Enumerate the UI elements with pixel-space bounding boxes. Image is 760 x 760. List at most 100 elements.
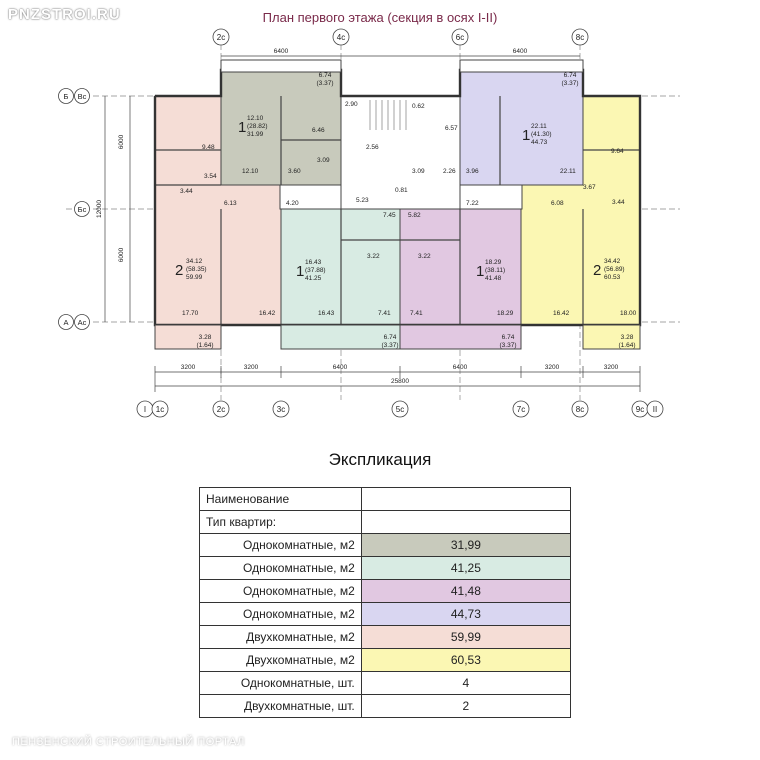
room-area-label: 18.00 bbox=[620, 310, 637, 317]
subheader-cell: Тип квартир: bbox=[199, 510, 362, 534]
balcony-area-label: 6.74 bbox=[564, 72, 577, 79]
axis-label-left: А bbox=[63, 318, 68, 327]
axis-bubble bbox=[74, 88, 90, 104]
room-area-label: 3.44 bbox=[180, 188, 193, 195]
table-header-row: Наименование bbox=[199, 487, 572, 511]
partitions bbox=[155, 96, 640, 325]
apartment-living-area-sub: (37.88) bbox=[305, 267, 326, 274]
dimension-lines bbox=[104, 55, 641, 392]
room-area-label: 3.09 bbox=[317, 157, 330, 164]
apartment-value-cell: 60,53 bbox=[360, 648, 572, 672]
stair-flights bbox=[369, 100, 407, 130]
room-area-label: 3.54 bbox=[204, 173, 217, 180]
header-name-cell: Наименование bbox=[199, 487, 362, 511]
room-area-label: 0.81 bbox=[395, 187, 408, 194]
axis-label-bottom: II bbox=[653, 405, 657, 414]
apartment-value-cell: 44,73 bbox=[360, 602, 572, 626]
balcony-area-label: 6.74 bbox=[502, 334, 515, 341]
plan-title: План первого этажа (секция в осях I-II) bbox=[262, 10, 498, 25]
axis-bubble bbox=[571, 400, 589, 418]
apartment-type-cell: Однокомнатные, м2 bbox=[199, 602, 362, 626]
apartment-value-cell: 31,99 bbox=[360, 533, 572, 557]
axis-bubble bbox=[391, 400, 409, 418]
apartment-total-area: 41.25 bbox=[305, 275, 322, 282]
apartment-total-area: 44.73 bbox=[531, 139, 548, 146]
apartment-type-cell: Двухкомнатные, м2 bbox=[199, 625, 362, 649]
room-area-label: 7.41 bbox=[410, 310, 423, 317]
balcony-area-sub: (1.64) bbox=[619, 342, 636, 349]
balcony-top-left bbox=[220, 59, 342, 73]
apartment-1-room-44-73 bbox=[459, 69, 584, 186]
floor-plan: 6.74 (3.37) 6.74 (3.37) 3.28 (1.64) 6.74… bbox=[58, 28, 680, 418]
apartment-total-area: 60.53 bbox=[604, 274, 621, 281]
apartment-rooms-count: 2 bbox=[175, 262, 183, 279]
axis-bubble bbox=[74, 201, 90, 217]
room-area-label: 3.67 bbox=[583, 184, 596, 191]
room-area-label: 5.82 bbox=[408, 212, 421, 219]
apartment-type-cell: Однокомнатные, м2 bbox=[199, 579, 362, 603]
dimension-bottom: 6400 bbox=[453, 364, 468, 371]
axis-bubble bbox=[571, 28, 589, 46]
room-area-label: 3.22 bbox=[418, 253, 431, 260]
axis-label-bottom: 2c bbox=[217, 405, 225, 414]
axis-label-top: 4c bbox=[337, 33, 345, 42]
apartment-rooms-count: 1 bbox=[522, 127, 530, 144]
apartment-living-area-sub: (56.89) bbox=[604, 266, 625, 273]
room-area-label: 3.09 bbox=[412, 168, 425, 175]
apartment-living-area: 12.10 bbox=[247, 115, 264, 122]
header-empty-cell bbox=[360, 487, 572, 511]
apartment-total-area: 59.99 bbox=[186, 274, 203, 281]
table-row: Двухкомнатные, шт.2 bbox=[199, 694, 572, 718]
balcony-bottom-center-left bbox=[280, 324, 401, 350]
apartment-living-area: 22.11 bbox=[531, 123, 547, 130]
dimension-total: 25800 bbox=[391, 378, 409, 385]
apartment-value-cell: 41,25 bbox=[360, 556, 572, 580]
explication-title: Экспликация bbox=[328, 450, 432, 469]
axis-bubble bbox=[332, 28, 350, 46]
room-area-label: 2.90 bbox=[345, 101, 358, 108]
balcony-area-label: 3.28 bbox=[199, 334, 212, 341]
room-area-label: 7.41 bbox=[378, 310, 391, 317]
axis-label-left: Б bbox=[64, 92, 69, 101]
balcony-area-sub: (3.37) bbox=[500, 342, 517, 349]
apartment-rooms-count: 1 bbox=[238, 119, 246, 136]
table-subheader-row: Тип квартир: bbox=[199, 510, 572, 534]
apartment-living-area-sub: (41.30) bbox=[531, 131, 552, 138]
room-area-label: 17.70 bbox=[182, 310, 199, 317]
apartment-living-area-sub: (38.11) bbox=[485, 267, 505, 274]
dimension-bottom: 3200 bbox=[545, 364, 560, 371]
apartment-value-cell: 41,48 bbox=[360, 579, 572, 603]
room-area-label: 9.64 bbox=[611, 148, 624, 155]
room-area-label: 7.45 bbox=[383, 212, 396, 219]
balcony-bottom-right bbox=[582, 324, 641, 350]
axis-label-bottom: 9c bbox=[636, 405, 644, 414]
room-area-label: 9.48 bbox=[202, 144, 215, 151]
portal-watermark: ПЕНЗЕНСКИЙ СТРОИТЕЛЬНЫЙ ПОРТАЛ bbox=[12, 736, 245, 748]
balcony-bottom-left bbox=[154, 324, 222, 350]
room-area-label: 6.57 bbox=[445, 125, 458, 132]
room-area-label: 3.60 bbox=[288, 168, 301, 175]
room-area-label: 2.56 bbox=[366, 144, 379, 151]
apartment-type-cell: Однокомнатные, шт. bbox=[199, 671, 362, 695]
dimension-top: 6400 bbox=[513, 48, 528, 55]
apartment-type-cell: Двухкомнатные, м2 bbox=[199, 648, 362, 672]
apartment-value-cell: 59,99 bbox=[360, 625, 572, 649]
axis-bubble bbox=[74, 314, 90, 330]
room-area-label: 4.20 bbox=[286, 200, 299, 207]
dimension-bottom: 3200 bbox=[181, 364, 196, 371]
balcony-area-sub: (3.37) bbox=[317, 80, 334, 87]
dimension-left: 6000 bbox=[118, 247, 125, 262]
site-watermark: PNZSTROI.RU bbox=[8, 6, 121, 23]
apartment-value-cell: 4 bbox=[360, 671, 572, 695]
balcony-area-sub: (3.37) bbox=[382, 342, 399, 349]
axis-label-bottom: 1c bbox=[156, 405, 164, 414]
room-area-label: 3.22 bbox=[367, 253, 380, 260]
apartment-living-area-sub: (28.82) bbox=[247, 123, 268, 130]
room-area-label: 12.10 bbox=[242, 168, 259, 175]
axis-label-left: Ас bbox=[78, 318, 87, 327]
apartment-total-area: 31.99 bbox=[247, 131, 264, 138]
